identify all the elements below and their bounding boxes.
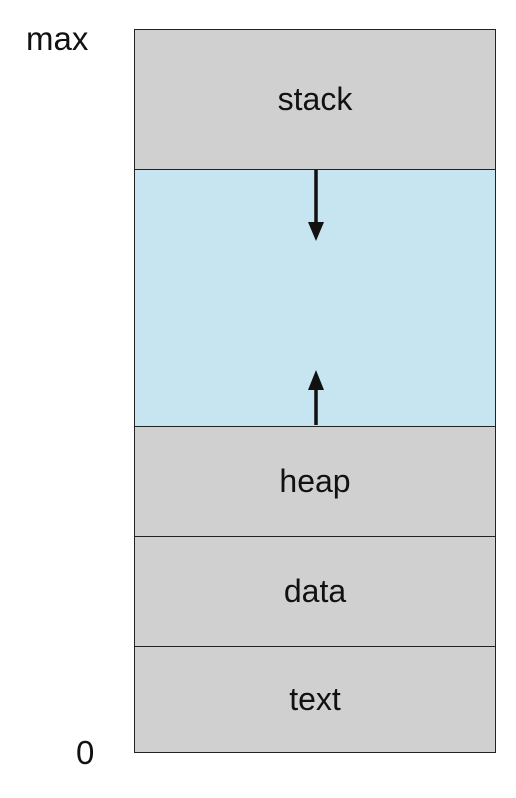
free-space-region: [135, 169, 495, 426]
growth-arrows: [308, 170, 324, 425]
heap-segment: heap: [135, 426, 495, 536]
stack-growth-down-arrow-icon: [308, 170, 324, 241]
data-segment: data: [135, 536, 495, 646]
text-label: text: [289, 681, 341, 717]
heap-growth-up-arrow-icon: [308, 370, 324, 425]
process-memory-layout: stack heap data text: [134, 29, 496, 753]
data-label: data: [283, 573, 347, 609]
text-segment: text: [135, 646, 495, 752]
max-address-label: max: [26, 20, 89, 57]
stack-label: stack: [277, 81, 353, 117]
zero-address-label: 0: [76, 734, 95, 771]
stack-segment: stack: [135, 30, 495, 169]
heap-label: heap: [279, 463, 351, 499]
